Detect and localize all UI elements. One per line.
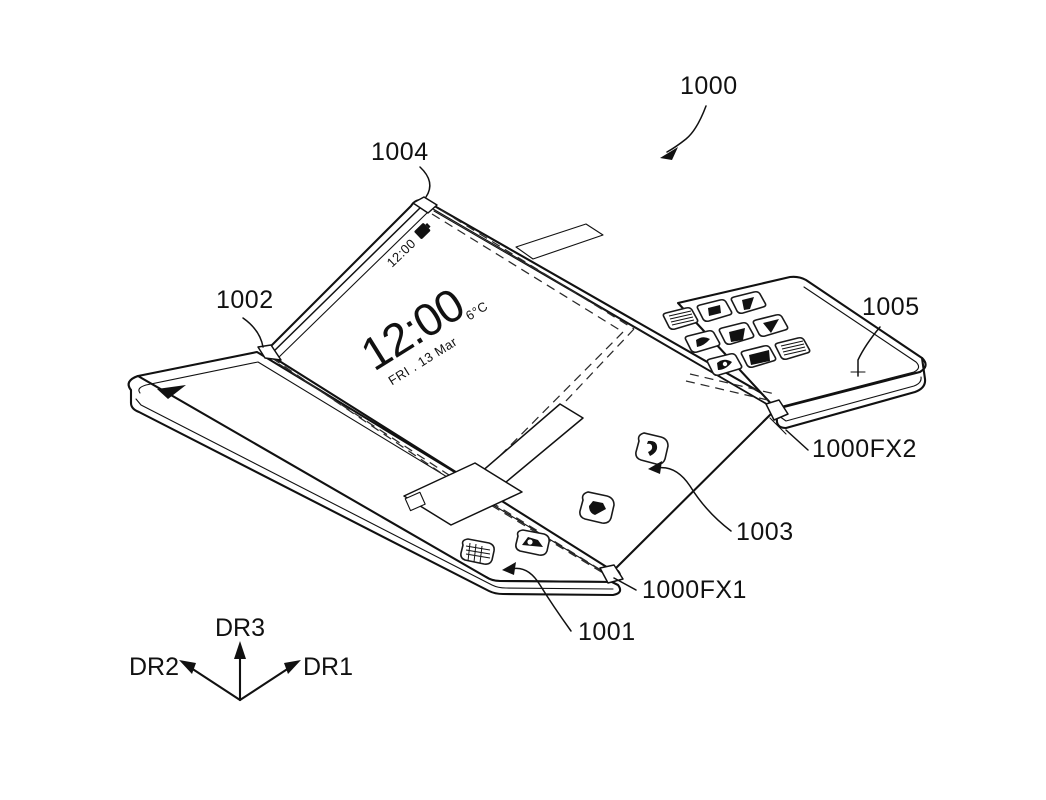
battery-icon [414, 223, 431, 239]
leader-1004 [419, 166, 431, 198]
reference-numerals: 1000 1004 1002 1005 1000FX2 1003 1000FX1… [216, 72, 920, 646]
app-icon-1[interactable] [662, 306, 699, 331]
app-icon-grid [662, 290, 811, 377]
hinge-fx2-tick [769, 417, 787, 435]
leader-1000-arrowhead [660, 147, 678, 160]
app-icon-4[interactable] [684, 329, 721, 354]
left-panel-bezel [138, 361, 611, 577]
hinge-corner-fx2 [765, 399, 789, 421]
right-panel-side-face [774, 356, 927, 430]
app-icon-keyboard[interactable] [460, 538, 495, 565]
hinge-corners [257, 196, 789, 584]
axis-label-dr1: DR1 [303, 653, 353, 681]
ref-label-1002: 1002 [216, 286, 274, 314]
app-icon-7[interactable] [706, 352, 743, 377]
crease-dash-a2 [440, 209, 635, 330]
center-panel-left-edge-inner2 [276, 211, 429, 360]
app-icon-camera[interactable] [579, 491, 615, 524]
leader-1000 [666, 105, 707, 153]
bottom-app-icons [460, 529, 550, 565]
leader-1003-arrowhead [648, 461, 662, 474]
ref-label-1001: 1001 [578, 618, 636, 646]
axis-label-dr3: DR3 [215, 614, 265, 642]
ref-label-1000fx2: 1000FX2 [812, 435, 917, 463]
axis-dr1-arrowhead [284, 660, 301, 674]
app-icon-3[interactable] [730, 290, 767, 315]
ref-label-1004: 1004 [371, 138, 429, 166]
crease-dash-d1 [271, 357, 467, 491]
leader-1001 [510, 567, 572, 632]
app-icon-2[interactable] [696, 298, 733, 323]
axis-dr2-arrowhead [179, 660, 196, 674]
axis-dr1-line [238, 664, 294, 702]
app-icon-gallery[interactable] [515, 529, 550, 556]
app-icon-5[interactable] [718, 321, 755, 346]
battery-icon-tip [425, 222, 431, 229]
app-icon-8[interactable] [740, 344, 777, 369]
app-icon-phone[interactable] [635, 432, 669, 465]
crease-dash-d2 [278, 363, 479, 495]
right-panel-bezel [782, 286, 920, 407]
hinge-corner-1002 [257, 344, 282, 361]
right-panel-lower-edge [778, 376, 922, 422]
axis-dr2-line [186, 664, 242, 702]
leader-lines [242, 105, 881, 632]
leader-1005 [857, 326, 881, 377]
leader-1002 [242, 317, 264, 348]
hinge-corner-fx1 [599, 564, 624, 584]
hinge-corner-1004 [412, 196, 438, 214]
leader-1000fx2 [785, 429, 809, 451]
ref-label-1000: 1000 [680, 72, 738, 100]
left-panel-side-face [127, 374, 622, 597]
ref-label-1000fx1: 1000FX1 [642, 576, 747, 604]
back-triangle-icon[interactable] [157, 385, 186, 399]
left-panel-lower-edge [135, 398, 614, 590]
leader-1003 [656, 466, 732, 532]
app-icon-9[interactable] [774, 336, 811, 361]
leader-1001-arrowhead [502, 562, 516, 575]
home-bar-marker [404, 491, 426, 512]
app-icon-6[interactable] [752, 313, 789, 338]
ref-label-1003: 1003 [736, 518, 794, 546]
speaker-slot [515, 223, 604, 260]
left-flat-panel [127, 350, 622, 597]
lower-app-icons [579, 432, 669, 524]
center-folded-panel: 12:00 12:00 FRI . 13 Mar 6°C [263, 198, 780, 578]
center-panel-left-edge-inner [270, 206, 422, 355]
direction-axes: DR3 DR2 DR1 [129, 614, 353, 702]
crease-dash-a1 [431, 213, 624, 333]
axis-label-dr2: DR2 [129, 653, 179, 681]
axis-dr3-arrowhead [234, 641, 246, 659]
leader-1000fx1 [613, 577, 637, 591]
home-bar-secondary [403, 462, 523, 526]
ref-label-1005: 1005 [862, 293, 920, 321]
